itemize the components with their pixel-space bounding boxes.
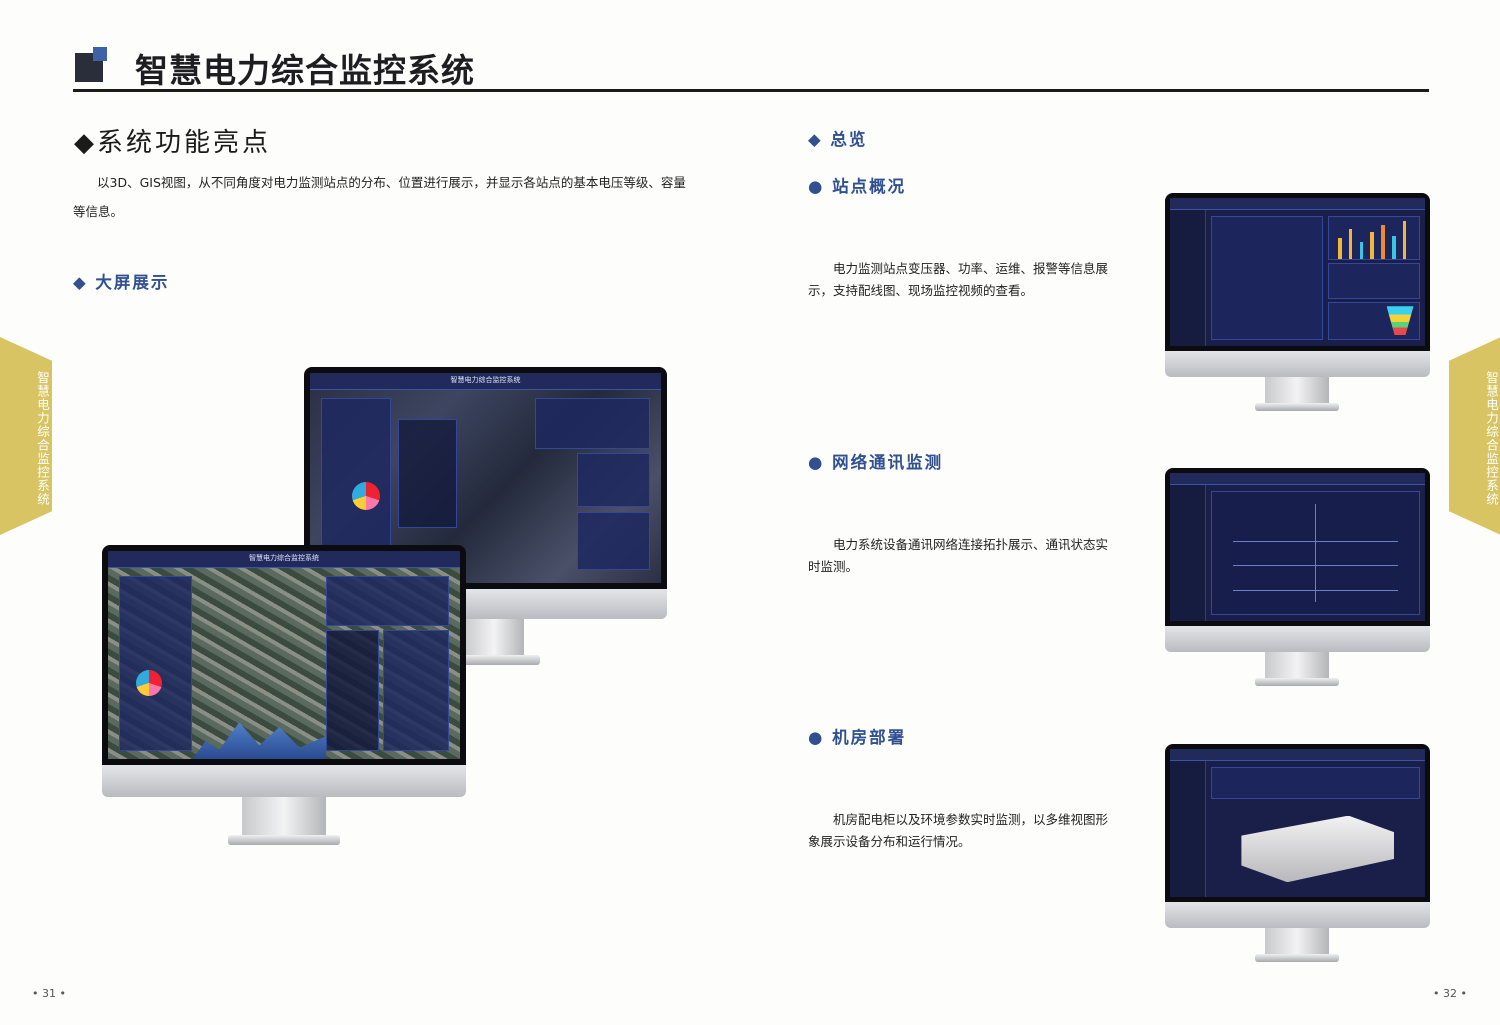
section-text-machine-room: 机房配电柜以及环境参数实时监测，以多维视图形象展示设备分布和运行情况。 xyxy=(808,812,1109,849)
screen-title: 智慧电力综合监控系统 xyxy=(450,376,521,385)
intro-paragraph: 以3D、GIS视图，从不同角度对电力监测站点的分布、位置进行展示，并显示各站点的… xyxy=(73,175,686,219)
monitor-3d-view: 智慧电力综合监控系统 xyxy=(102,545,466,850)
machine-room-screenshot xyxy=(1170,749,1425,897)
monitor-gis-view: 智慧电力综合监控系统 xyxy=(304,367,667,669)
side-tab-left: 智慧电力综合监控系统 xyxy=(0,337,52,535)
3d-dashboard-screenshot: 智慧电力综合监控系统 xyxy=(108,551,460,759)
section-text-site-overview: 电力监测站点变压器、功率、运维、报警等信息展示，支持配线图、现场监控视频的查看。 xyxy=(808,261,1109,298)
subheading-big-screen: ◆ 大屏展示 xyxy=(73,273,170,292)
page-number-right: • 32 • xyxy=(1433,987,1467,1000)
site-overview-screenshot xyxy=(1170,198,1425,346)
monitor-site-overview xyxy=(1165,193,1430,415)
subheading-overview: ◆ 总览 xyxy=(808,130,868,149)
section-text-network: 电力系统设备通讯网络连接拓扑展示、通讯状态实时监测。 xyxy=(808,537,1109,574)
gis-dashboard-screenshot: 智慧电力综合监控系统 xyxy=(310,373,661,583)
section-title-network: ● 网络通讯监测 xyxy=(808,453,944,472)
monitor-network xyxy=(1165,468,1430,690)
network-topology-screenshot xyxy=(1170,473,1425,621)
page-title: 智慧电力综合监控系统 xyxy=(135,51,475,90)
side-tab-right: 智慧电力综合监控系统 xyxy=(1449,337,1500,535)
page-number-left: • 31 • xyxy=(32,987,66,1000)
side-tab-label: 智慧电力综合监控系统 xyxy=(1484,371,1499,506)
section-title-highlights: ◆系统功能亮点 xyxy=(74,128,271,158)
side-tab-label: 智慧电力综合监控系统 xyxy=(35,371,50,506)
screen-title: 智慧电力综合监控系统 xyxy=(249,554,319,563)
logo-accent-icon xyxy=(93,47,107,61)
section-title-machine-room: ● 机房部署 xyxy=(808,728,907,747)
title-divider xyxy=(73,89,1429,92)
section-title-site-overview: ● 站点概况 xyxy=(808,177,907,196)
monitor-machine-room xyxy=(1165,744,1430,966)
